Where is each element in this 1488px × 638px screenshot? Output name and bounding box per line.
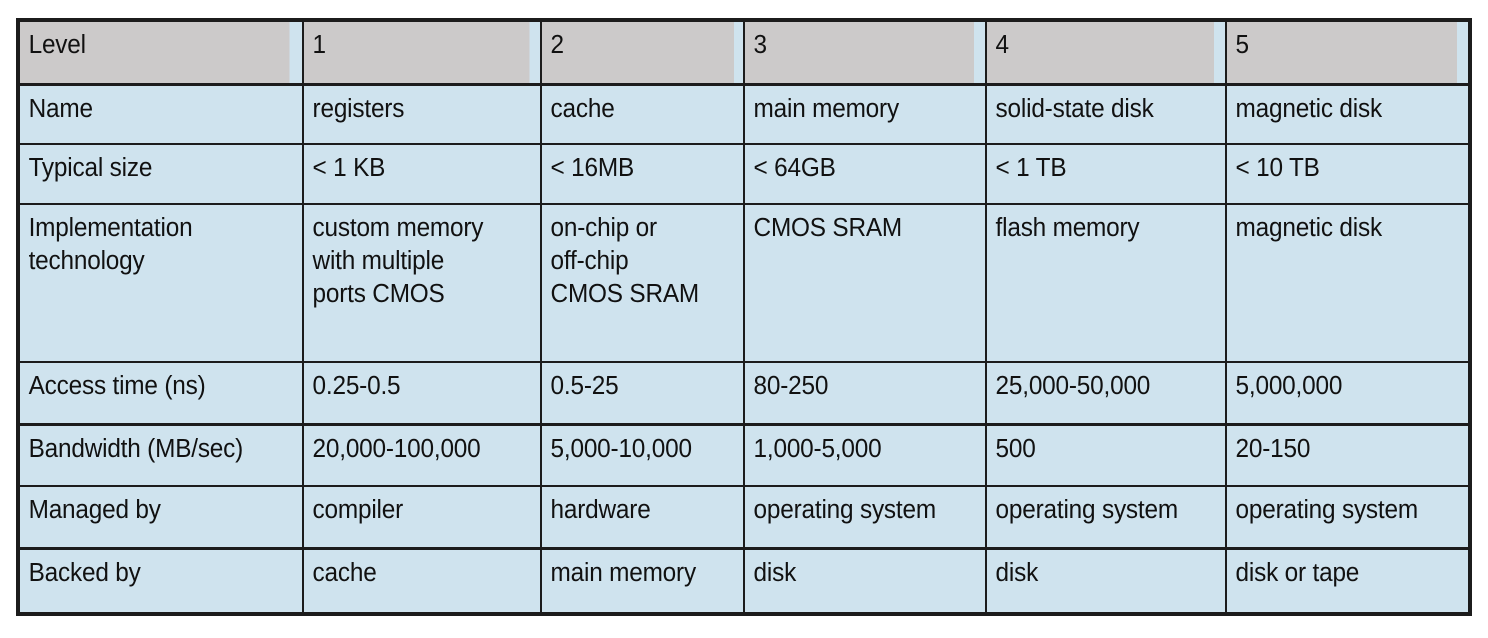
cell-access-time-3: 80-250 <box>744 362 977 425</box>
cell-name-5: magnetic disk <box>1226 84 1458 145</box>
header-cell-level-5: 5 <box>1226 22 1458 86</box>
cell-managed-by-1: compiler <box>303 486 532 549</box>
cell-backed-by-4: disk <box>986 546 1217 612</box>
memory-hierarchy-table-container: Level 1 2 3 4 5 Name registers cache mai… <box>16 18 1472 616</box>
cell-typical-size-2: < 16MB <box>541 144 736 205</box>
table-row-access-time: Access time (ns) 0.25-0.5 0.5-25 80-250 … <box>20 362 1468 425</box>
header-cell-level: Level <box>20 22 292 86</box>
row-label-typical-size: Typical size <box>20 144 292 205</box>
cell-backed-by-5: disk or tape <box>1226 546 1458 612</box>
row-label-access-time: Access time (ns) <box>20 362 292 425</box>
cell-typical-size-1: < 1 KB <box>303 144 532 205</box>
cell-access-time-4: 25,000-50,000 <box>986 362 1217 425</box>
cell-access-time-1: 0.25-0.5 <box>303 362 532 425</box>
row-label-bandwidth: Bandwidth (MB/sec) <box>20 422 292 487</box>
cell-backed-by-2: main memory <box>541 546 736 612</box>
cell-bandwidth-1: 20,000-100,000 <box>303 422 532 487</box>
table-row-typical-size: Typical size < 1 KB < 16MB < 64GB < 1 TB… <box>20 144 1468 205</box>
cell-name-1: registers <box>303 84 532 145</box>
cell-bandwidth-2: 5,000-10,000 <box>541 422 736 487</box>
row-label-backed-by: Backed by <box>20 546 292 612</box>
cell-typical-size-5: < 10 TB <box>1226 144 1458 205</box>
memory-hierarchy-table: Level 1 2 3 4 5 Name registers cache mai… <box>20 22 1468 612</box>
cell-managed-by-4: operating system <box>986 486 1217 549</box>
cell-implementation-technology-5: magnetic disk <box>1226 204 1458 363</box>
table-row-backed-by: Backed by cache main memory disk disk di… <box>20 546 1468 612</box>
cell-implementation-technology-4: flash memory <box>986 204 1217 363</box>
table-row-bandwidth: Bandwidth (MB/sec) 20,000-100,000 5,000-… <box>20 422 1468 487</box>
header-cell-level-3: 3 <box>744 22 977 86</box>
row-label-managed-by: Managed by <box>20 486 292 549</box>
cell-access-time-5: 5,000,000 <box>1226 362 1458 425</box>
cell-managed-by-3: operating system <box>744 486 977 549</box>
cell-name-4: solid-state disk <box>986 84 1217 145</box>
row-label-implementation-technology: Implementation technology <box>20 204 292 363</box>
cell-managed-by-5: operating system <box>1226 486 1458 549</box>
header-cell-level-2: 2 <box>541 22 736 86</box>
cell-access-time-2: 0.5-25 <box>541 362 736 425</box>
header-cell-level-4: 4 <box>986 22 1217 86</box>
row-label-name: Name <box>20 84 292 145</box>
cell-typical-size-3: < 64GB <box>744 144 977 205</box>
table-row-managed-by: Managed by compiler hardware operating s… <box>20 486 1468 549</box>
table-header-row: Level 1 2 3 4 5 <box>20 22 1468 86</box>
cell-implementation-technology-3: CMOS SRAM <box>744 204 977 363</box>
cell-name-3: main memory <box>744 84 977 145</box>
cell-bandwidth-5: 20-150 <box>1226 422 1458 487</box>
cell-bandwidth-4: 500 <box>986 422 1217 487</box>
cell-typical-size-4: < 1 TB <box>986 144 1217 205</box>
cell-managed-by-2: hardware <box>541 486 736 549</box>
cell-implementation-technology-1: custom memory with multiple ports CMOS <box>303 204 532 363</box>
cell-backed-by-3: disk <box>744 546 977 612</box>
cell-backed-by-1: cache <box>303 546 532 612</box>
cell-bandwidth-3: 1,000-5,000 <box>744 422 977 487</box>
table-row-name: Name registers cache main memory solid-s… <box>20 84 1468 145</box>
header-cell-level-1: 1 <box>303 22 532 86</box>
table-row-implementation-technology: Implementation technology custom memory … <box>20 204 1468 363</box>
cell-implementation-technology-2: on-chip or off-chip CMOS SRAM <box>541 204 736 363</box>
cell-name-2: cache <box>541 84 736 145</box>
